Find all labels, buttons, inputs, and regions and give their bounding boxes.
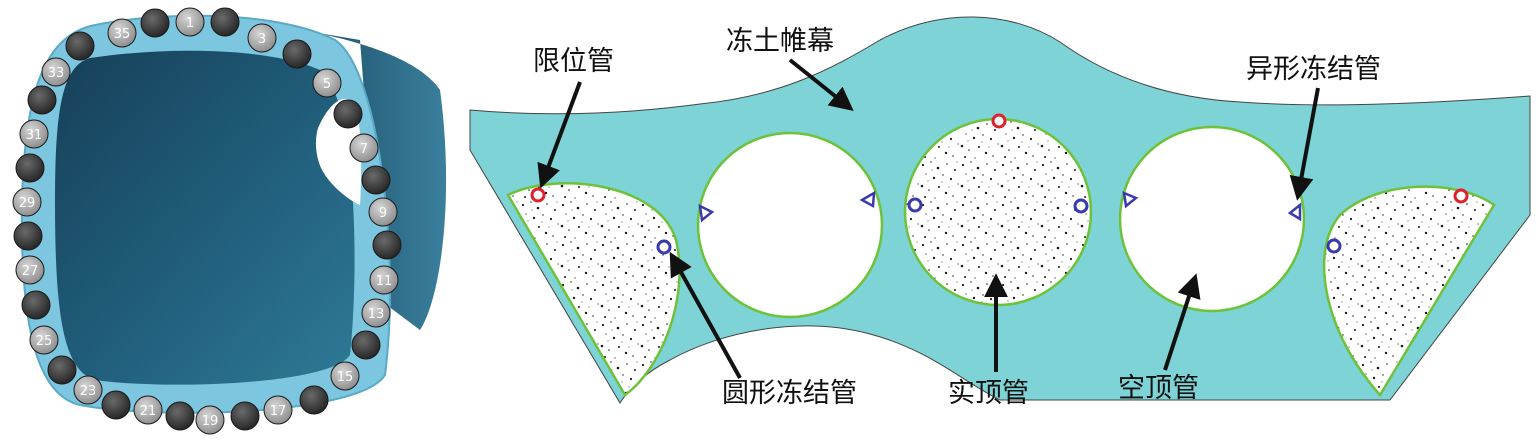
arrow-special-freeze-pipe: [1289, 87, 1320, 201]
pipe-end: [101, 390, 131, 420]
pipe-end: [210, 7, 240, 37]
pipe-end: [361, 165, 391, 195]
pipe-end-9: [368, 197, 398, 227]
pipe-number-7: 7: [360, 142, 368, 157]
pipe-number-27: 27: [22, 264, 39, 279]
pipe-end-11: [369, 265, 399, 295]
pipe-end: [65, 31, 95, 61]
pipe-end-29: [12, 187, 42, 217]
pipe-end-23: [73, 375, 103, 405]
pipe-number-1: 1: [186, 16, 194, 31]
pipe-number-17: 17: [270, 404, 287, 419]
pipe-end: [15, 153, 45, 183]
pipe-end-25: [29, 325, 59, 355]
special-freeze-pipe-3: [1122, 190, 1139, 209]
pipe-end-3: [247, 23, 277, 53]
pipe-end: [230, 401, 260, 431]
hollow-pipe-1: [696, 131, 884, 319]
pipe-end-33: [41, 57, 71, 87]
pipe-number-31: 31: [26, 128, 43, 143]
tunnel-inner: [55, 50, 355, 385]
pipe-number-25: 25: [36, 334, 53, 349]
pipe-number-5: 5: [323, 77, 331, 92]
circular-freeze-pipe-4: [1326, 238, 1342, 254]
label-solid-roof-pipe: 实顶管: [948, 378, 1029, 409]
pipe-end: [351, 330, 381, 360]
pipe-end: [47, 355, 77, 385]
pipe-number-11: 11: [376, 274, 393, 289]
pipe-end: [27, 85, 57, 115]
pipe-end-13: [361, 298, 391, 328]
label-hollow-roof-pipe: 空顶管: [1118, 373, 1199, 404]
arrow-frozen-curtain: [788, 58, 854, 111]
pipe-end: [282, 39, 312, 69]
pipe-end-27: [15, 255, 45, 285]
cross-section-view: [469, 16, 1531, 404]
pipe-number-13: 13: [368, 307, 385, 322]
circular-freeze-pipe-1: [656, 239, 672, 255]
limit-pipe-1: [530, 187, 546, 203]
pipe-end-21: [133, 395, 163, 425]
solid-pipe-left-partial: [506, 182, 681, 397]
special-freeze-pipe-1: [698, 203, 715, 223]
label-special-freeze-pipe: 异形冻结管: [1246, 54, 1381, 85]
pipe-end-1: [175, 7, 205, 37]
special-freeze-pipe-2: [859, 190, 876, 209]
circular-freeze-pipe-3: [1073, 198, 1089, 214]
pipe-number-19: 19: [202, 414, 219, 429]
pipe-number-9: 9: [379, 206, 387, 221]
pipe-end: [21, 290, 51, 320]
limit-pipe-3: [1453, 188, 1469, 204]
hollow-pipe-2: [1118, 125, 1306, 313]
solid-pipe-center: [903, 117, 1093, 307]
special-freeze-pipe-4: [1287, 202, 1302, 222]
label-frozen-curtain: 冻土帷幕: [726, 26, 834, 57]
pipe-end-7: [349, 133, 379, 163]
pipe-number-29: 29: [19, 196, 36, 211]
pipe-number-35: 35: [114, 27, 131, 42]
circular-freeze-pipe-2: [907, 197, 923, 213]
limit-pipe-2: [991, 113, 1007, 129]
label-limit-pipe: 限位管: [533, 46, 614, 77]
pipe-number-23: 23: [80, 384, 97, 399]
pipe-end-19: [195, 405, 225, 435]
pipe-end: [165, 401, 195, 431]
pipe-end-31: [19, 119, 49, 149]
pipe-end: [13, 221, 43, 251]
pipe-end-35: [107, 18, 137, 48]
solid-pipe-right-partial: [1322, 185, 1496, 398]
pipe-end-17: [263, 395, 293, 425]
pipe-number-15: 15: [337, 370, 354, 385]
arrow-circular-freeze-pipe: [669, 251, 742, 379]
pipe-end: [299, 385, 329, 415]
arrow-limit-pipe: [537, 81, 582, 189]
pipe-number-21: 21: [140, 404, 157, 419]
pipe-end-15: [330, 361, 360, 391]
pipe-end-5: [312, 68, 342, 98]
pipe-end: [140, 8, 170, 38]
label-circular-freeze-pipe: 圆形冻结管: [722, 378, 857, 409]
pipe-number-3: 3: [258, 32, 266, 47]
pipe-end: [333, 99, 363, 129]
arrow-hollow-roof-pipe: [1163, 273, 1201, 371]
pipe-number-33: 33: [48, 66, 65, 81]
pipe-end: [372, 230, 402, 260]
